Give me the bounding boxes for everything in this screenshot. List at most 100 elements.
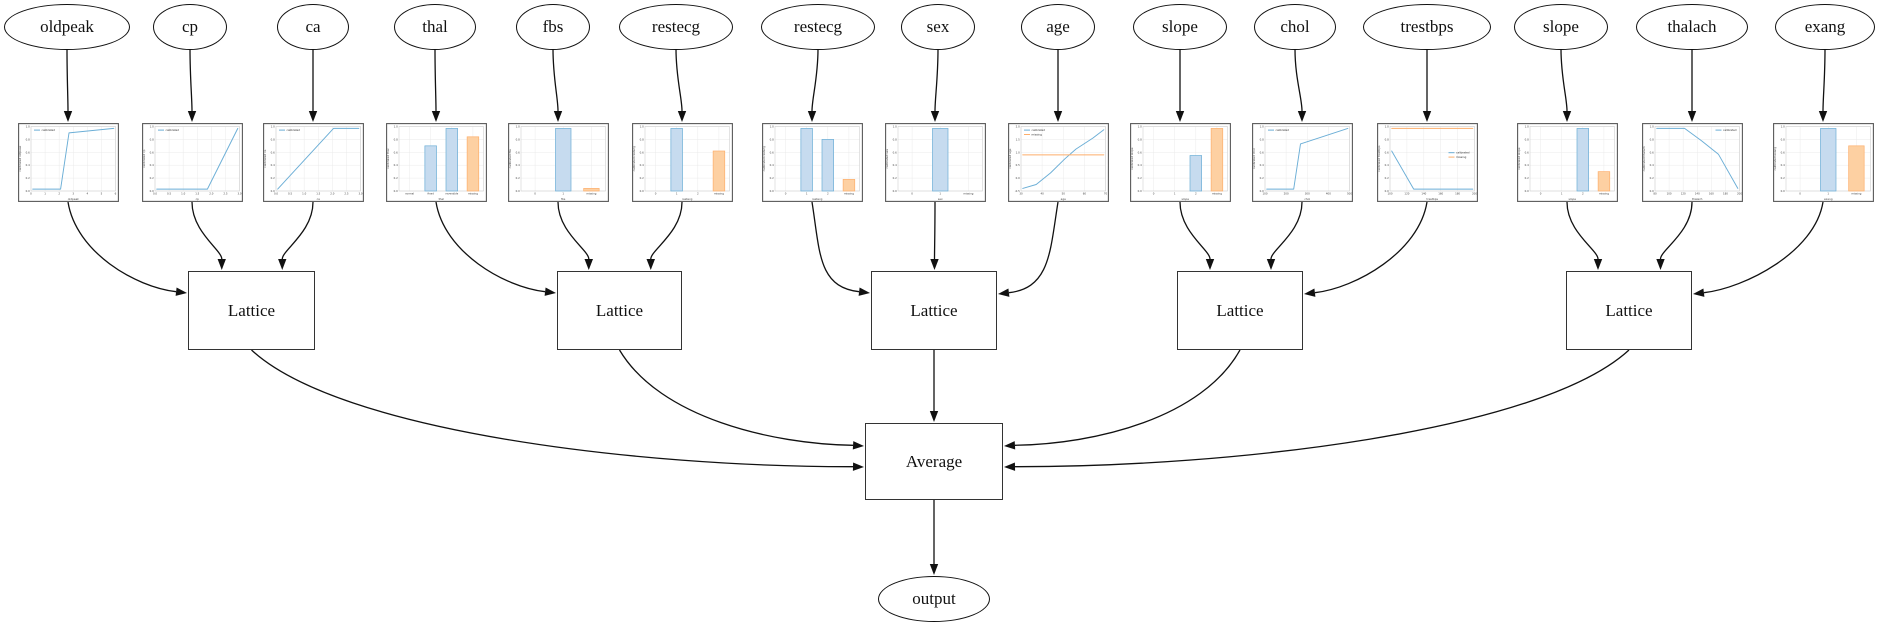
svg-text:0.0: 0.0 (1384, 189, 1388, 193)
lattice-node-2: Lattice (557, 271, 682, 350)
edge-chart12-to-lattice5 (1566, 201, 1599, 260)
edge-chart12-to-lattice5-head (1593, 259, 1603, 270)
average-node: Average (865, 423, 1003, 500)
svg-text:calibrated: calibrated (1275, 128, 1289, 132)
output-node-label: output (912, 589, 956, 608)
lattice-node-4: Lattice (1177, 271, 1303, 350)
svg-text:reversible: reversible (445, 191, 458, 195)
svg-text:0.4: 0.4 (639, 163, 643, 167)
edge-restecg2-to-chart-head (807, 111, 817, 122)
svg-text:1.0: 1.0 (181, 191, 185, 195)
edge-lattice2-to-average-head (852, 441, 864, 450)
svg-text:70: 70 (1103, 191, 1107, 195)
edge-chart6-to-lattice3-head (858, 287, 870, 296)
edge-chart11-to-lattice4 (1314, 201, 1428, 294)
edge-lattice5-to-average-head (1004, 462, 1016, 471)
svg-text:180: 180 (1455, 191, 1460, 195)
svg-text:500: 500 (1347, 191, 1352, 195)
svg-text:140: 140 (1421, 191, 1426, 195)
svg-text:200: 200 (1472, 191, 1477, 195)
svg-text:0.2: 0.2 (393, 176, 397, 180)
svg-text:missing: missing (586, 191, 596, 195)
svg-text:0.8: 0.8 (892, 137, 896, 141)
svg-text:0.4: 0.4 (892, 163, 896, 167)
edge-fbs-to-chart-head (553, 111, 563, 122)
svg-text:1: 1 (1173, 191, 1175, 195)
svg-text:oldpeak: oldpeak (67, 197, 78, 201)
svg-text:0.4: 0.4 (769, 163, 773, 167)
svg-text:0.8: 0.8 (1524, 137, 1528, 141)
lattice-node-1: Lattice (188, 271, 315, 350)
svg-text:1: 1 (44, 191, 46, 195)
svg-text:missing: missing (843, 191, 853, 195)
svg-text:40: 40 (1040, 191, 1044, 195)
svg-text:1.0: 1.0 (1780, 125, 1784, 129)
edge-slope2-to-chart (1560, 48, 1568, 112)
svg-text:2: 2 (1194, 191, 1196, 195)
edge-ca-to-chart-head (308, 111, 318, 122)
svg-text:0.8: 0.8 (1259, 137, 1263, 141)
svg-text:0.5: 0.5 (167, 191, 171, 195)
svg-text:300: 300 (1304, 191, 1309, 195)
svg-text:30: 30 (1019, 191, 1023, 195)
svg-text:missing: missing (1456, 155, 1467, 159)
svg-text:calibrated ca: calibrated ca (263, 149, 267, 167)
edge-average-to-output-head (929, 564, 939, 575)
svg-text:3: 3 (72, 191, 74, 195)
svg-text:200: 200 (1737, 191, 1742, 195)
svg-text:calibrated slope: calibrated slope (1130, 147, 1134, 170)
svg-text:2: 2 (696, 191, 698, 195)
svg-text:0.2: 0.2 (1780, 176, 1784, 180)
edge-chart14-to-lattice5-head (1693, 288, 1705, 297)
svg-text:0.0: 0.0 (273, 191, 277, 195)
edge-chart2-to-lattice1-head (278, 259, 287, 270)
svg-text:2: 2 (1581, 191, 1583, 195)
feature-node-sex: sex (901, 4, 975, 50)
edge-lattice5-to-average (1014, 349, 1630, 468)
edge-chart5-to-lattice2 (650, 201, 683, 260)
svg-text:0.2: 0.2 (769, 176, 773, 180)
svg-text:cp: cp (195, 197, 199, 201)
svg-text:0: 0 (911, 191, 913, 195)
edge-cp-to-chart-head (187, 111, 197, 122)
svg-text:1: 1 (1560, 191, 1562, 195)
edge-chart10-to-lattice4 (1270, 201, 1303, 260)
svg-text:0.2: 0.2 (25, 176, 29, 180)
svg-text:0.6: 0.6 (25, 150, 29, 154)
svg-text:0.2: 0.2 (270, 176, 274, 180)
svg-text:60: 60 (1082, 191, 1086, 195)
svg-text:0.5: 0.5 (288, 191, 292, 195)
svg-text:0.8: 0.8 (25, 137, 29, 141)
svg-text:4: 4 (86, 191, 88, 195)
svg-text:calibrated thalach: calibrated thalach (1642, 146, 1646, 172)
svg-text:fixed: fixed (427, 191, 434, 195)
edge-exang-to-chart (1822, 48, 1826, 112)
svg-text:missing: missing (1598, 191, 1608, 195)
edge-oldpeak-to-chart-head (63, 111, 73, 122)
feature-node-label: trestbps (1400, 17, 1454, 36)
svg-text:missing: missing (1211, 191, 1221, 195)
edge-slope1-to-chart-head (1175, 111, 1185, 122)
edge-chart13-to-lattice5-head (1656, 259, 1665, 270)
edge-trestbps-to-chart-head (1422, 111, 1432, 122)
feature-node-label: chol (1280, 17, 1310, 36)
feature-node-exang: exang (1775, 4, 1875, 50)
svg-text:0.4: 0.4 (149, 163, 153, 167)
svg-text:0.0: 0.0 (1780, 189, 1784, 193)
svg-text:0.4: 0.4 (270, 163, 274, 167)
svg-text:0.5: 0.5 (1015, 163, 1019, 167)
svg-text:thal: thal (438, 197, 444, 201)
edge-chart5-to-lattice2-head (646, 259, 655, 270)
svg-text:slope: slope (1181, 197, 1189, 201)
svg-text:0.4: 0.4 (25, 163, 29, 167)
svg-text:0: 0 (654, 191, 656, 195)
feature-node-label: thalach (1667, 17, 1717, 36)
edge-chart13-to-lattice5 (1659, 201, 1693, 260)
svg-text:0.6: 0.6 (1137, 150, 1141, 154)
svg-text:0: 0 (784, 191, 786, 195)
